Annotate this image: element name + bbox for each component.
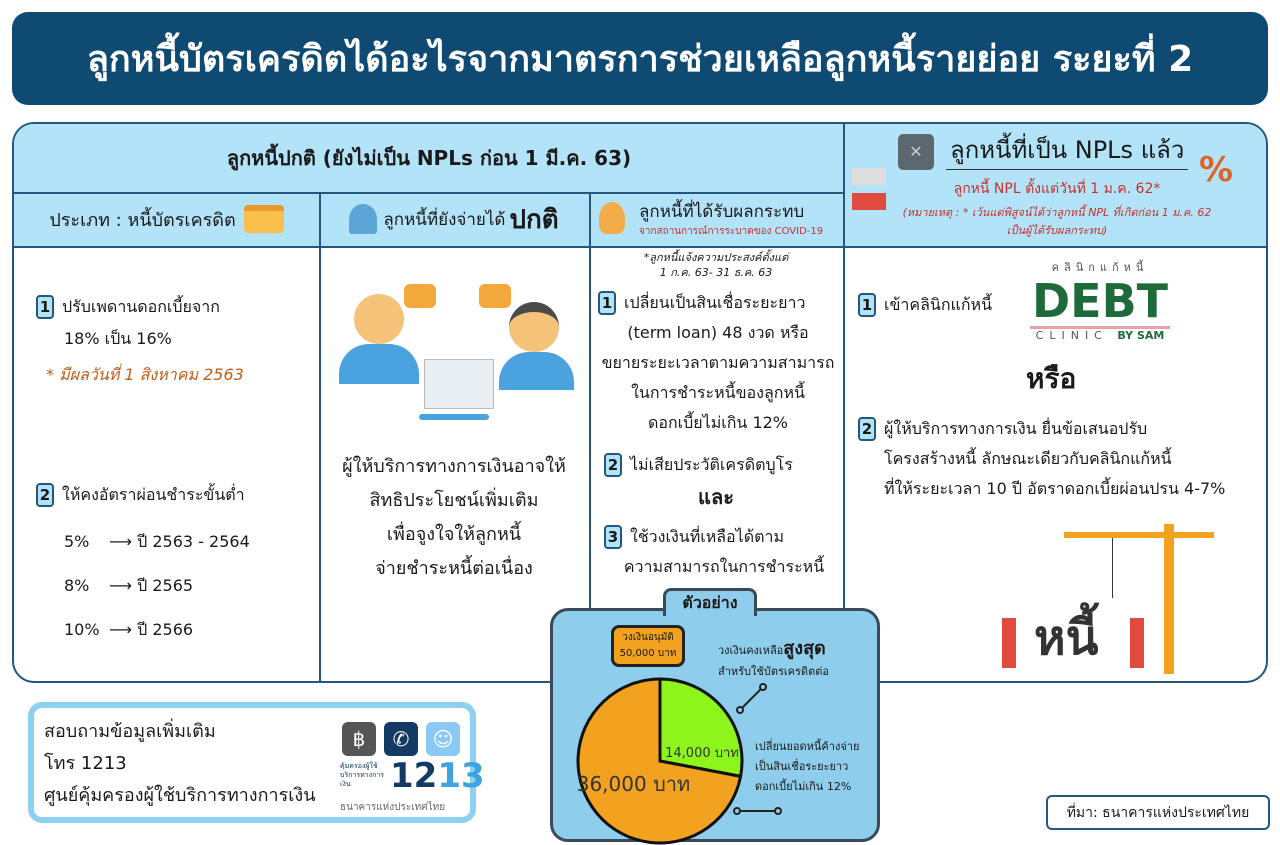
connector-dot bbox=[733, 807, 741, 815]
coin-head-icon bbox=[349, 204, 378, 234]
col3-note: *ลูกหนี้แจ้งความประสงค์ตั้งแต่1 ก.ค. 63-… bbox=[643, 251, 789, 279]
baht-icon: ฿ bbox=[342, 722, 376, 756]
pie-slice bbox=[576, 677, 743, 845]
connector-dot bbox=[774, 807, 782, 815]
logo-1213: 1213 bbox=[390, 756, 485, 796]
connector-dot bbox=[759, 683, 767, 691]
col1-header: ประเภท : หนี้บัตรเครดิต bbox=[14, 192, 319, 246]
connector-line bbox=[739, 686, 764, 711]
converted-label: เปลี่ยนยอดหนี้ค้างจ่ายเป็นสินเชื่อระยะยา… bbox=[755, 740, 860, 793]
normal-debtor-header: ลูกหนี้ปกติ (ยังไม่เป็น NPLs ก่อน 1 มี.ค… bbox=[226, 146, 632, 170]
col2-line: จ่ายชำระหนี้ต่อเนื่อง bbox=[375, 558, 533, 579]
contact-line: ศูนย์คุ้มครองผู้ใช้บริการทางการเงิน bbox=[44, 785, 316, 806]
pie-chart: 14,000 บาท 36,000 บาท bbox=[576, 677, 782, 845]
rate-row: 8% ⟶ ปี 2565 bbox=[64, 576, 194, 595]
people-chat-illustration bbox=[334, 274, 574, 434]
npl-subheader: ลูกหนี้ NPL ตั้งแต่วันที่ 1 ม.ค. 62* bbox=[953, 181, 1161, 197]
col1-item1: 1 ปรับเพดานดอกเบี้ยจาก bbox=[36, 292, 220, 322]
col1-item2: 2 ให้คงอัตราผ่อนชำระขั้นต่ำ bbox=[36, 480, 245, 510]
number-badge: 1 bbox=[598, 291, 616, 315]
approved-limit-badge: วงเงินอนุมัติ50,000 บาท bbox=[611, 625, 685, 667]
col2-header-emph: ปกติ bbox=[509, 204, 559, 235]
npl-remark-line2: เป็นผู้ได้รับผลกระทบ) bbox=[1006, 224, 1108, 237]
col2-header-text: ลูกหนี้ที่ยังจ่ายได้ bbox=[383, 209, 506, 230]
npl-header: ลูกหนี้ที่เป็น NPLs แล้ว bbox=[946, 130, 1189, 170]
rate-row: 10% ⟶ ปี 2566 bbox=[64, 620, 194, 639]
credit-card-icon bbox=[243, 205, 284, 233]
remaining-label: วงเงินคงเหลือสูงสุด สำหรับใช้บัตรเครดิตต… bbox=[718, 638, 829, 678]
contact-text: สอบถามข้อมูลเพิ่มเติม โทร 1213 ศูนย์คุ้ม… bbox=[44, 716, 316, 812]
pie-slice-label: 14,000 บาท bbox=[665, 746, 739, 761]
phone-icon: ✆ bbox=[384, 722, 418, 756]
number-badge: 1 bbox=[858, 293, 876, 317]
col2-line: เพื่อจูงใจให้ลูกหนี้ bbox=[386, 524, 522, 545]
normal-header-bg bbox=[14, 124, 844, 248]
headache-icon bbox=[599, 202, 625, 234]
card-type-label: ประเภท : หนี้บัตรเครดิต bbox=[49, 209, 236, 231]
logo-bank-name: ธนาคารแห่งประเทศไทย bbox=[340, 802, 446, 813]
npl-remark-line1: (หมายเหตุ : * เว้นแต่พิสูจน์ได้ว่าลูกหนี… bbox=[902, 206, 1212, 219]
col3-header-text: ลูกหนี้ที่ได้รับผลกระทบ bbox=[639, 202, 805, 222]
col2-body: ผู้ให้บริการทางการเงินอาจให้ สิทธิประโยช… bbox=[319, 450, 589, 586]
col2-header: ลูกหนี้ที่ยังจ่ายได้ ปกติ bbox=[319, 192, 589, 246]
contact-line: สอบถามข้อมูลเพิ่มเติม bbox=[44, 721, 216, 742]
source-label: ที่มา: ธนาคารแห่งประเทศไทย bbox=[1046, 795, 1270, 830]
npl-remark: (หมายเหตุ : * เว้นแต่พิสูจน์ได้ว่าลูกหนี… bbox=[844, 204, 1266, 240]
pie-slice bbox=[658, 677, 744, 779]
rate-row: 5% ⟶ ปี 2563 - 2564 bbox=[64, 532, 250, 551]
number-badge: 2 bbox=[36, 483, 54, 507]
item-text: ปรับเพดานดอกเบี้ยจาก bbox=[62, 297, 220, 316]
rates-list: 5% ⟶ ปี 2563 - 2564 8% ⟶ ปี 2565 10% ⟶ ป… bbox=[64, 520, 250, 652]
col3-header: ลูกหนี้ที่ได้รับผลกระทบ จากสถานการณ์การร… bbox=[589, 192, 843, 246]
col2-line: ผู้ให้บริการทางการเงินอาจให้ bbox=[342, 456, 566, 477]
percent-down-icon: % bbox=[1199, 150, 1234, 190]
item-text: ให้คงอัตราผ่อนชำระขั้นต่ำ bbox=[62, 485, 245, 504]
number-badge: 1 bbox=[36, 295, 54, 319]
contact-box: สอบถามข้อมูลเพิ่มเติม โทร 1213 ศูนย์คุ้ม… bbox=[28, 702, 485, 823]
number-badge: 2 bbox=[604, 453, 622, 477]
number-badge: 2 bbox=[858, 417, 876, 441]
connector-dot bbox=[736, 706, 744, 714]
number-badge: 3 bbox=[604, 525, 622, 549]
debt-block-label: หนี้ bbox=[1034, 610, 1099, 666]
col1-item1-note: * มีผลวันที่ 1 สิงหาคม 2563 bbox=[46, 365, 244, 384]
crane-illustration: หนี้ bbox=[994, 514, 1214, 681]
debt-clinic-logo: คลินิกแก้หนี้ DEBT CLINIC BY SAM bbox=[1030, 261, 1170, 342]
col3-subheader: จากสถานการณ์การระบาดของ COVID-19 bbox=[639, 226, 824, 237]
safe-icon: ✕ bbox=[898, 134, 934, 170]
col1-item1-rate: 18% เป็น 16% bbox=[64, 329, 172, 348]
col2-line: สิทธิประโยชน์เพิ่มเติม bbox=[369, 490, 539, 511]
atm-icon bbox=[852, 168, 886, 210]
logo-small-text: คุ้มครองผู้ใช้บริการทางการเงิน bbox=[340, 762, 385, 788]
and-label: และ bbox=[698, 485, 734, 509]
main-panel: ลูกหนี้ปกติ (ยังไม่เป็น NPLs ก่อน 1 มี.ค… bbox=[12, 122, 1268, 683]
contact-phone[interactable]: โทร 1213 bbox=[44, 753, 127, 774]
pie-slice-label: 36,000 บาท bbox=[577, 772, 690, 796]
example-tab: ตัวอย่าง bbox=[663, 588, 757, 616]
or-label: หรือ bbox=[1026, 362, 1077, 395]
example-box: วงเงินอนุมัติ50,000 บาท วงเงินคงเหลือสูง… bbox=[550, 608, 880, 845]
smile-icon: ☺ bbox=[426, 722, 460, 756]
page-title: ลูกหนี้บัตรเครดิตได้อะไรจากมาตรการช่วยเห… bbox=[12, 12, 1268, 105]
